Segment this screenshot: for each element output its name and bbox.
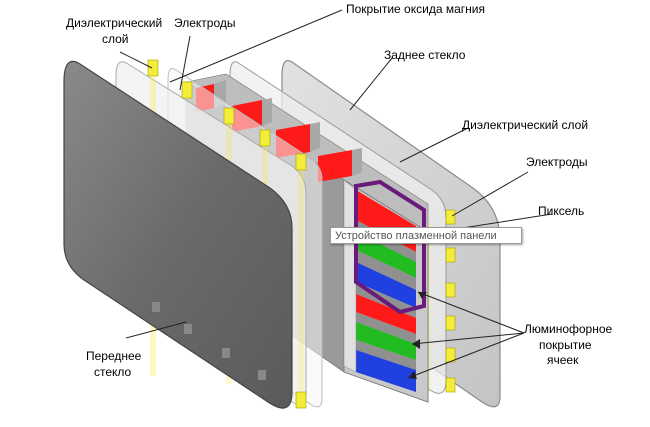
- label-magnesium-oxide: Покрытие оксида магния: [346, 2, 485, 16]
- front-glass: [63, 60, 293, 409]
- label-pixel: Пиксель: [538, 204, 584, 218]
- front-glass-markings: [152, 302, 266, 380]
- label-dielectric-front-line2: слой: [102, 32, 129, 46]
- label-dielectric-front-line1: Диэлектрический: [66, 16, 162, 30]
- label-phosphor-line2: покрытие: [539, 338, 592, 352]
- label-electrodes-front: Электроды: [174, 16, 236, 30]
- label-phosphor-line3: ячеек: [547, 353, 579, 367]
- label-electrodes-back: Электроды: [526, 155, 588, 169]
- label-dielectric-back: Диэлектрический слой: [462, 118, 588, 132]
- front-cells: [356, 190, 416, 392]
- label-phosphor-line1: Люминофорное: [524, 322, 613, 336]
- leader-arrowheads: [408, 292, 427, 379]
- leader-lines: [119, 9, 553, 379]
- pixel-outline: [354, 179, 426, 315]
- label-back-glass: Заднее стекло: [384, 48, 466, 62]
- label-front-glass-line2: стекло: [94, 365, 132, 379]
- label-front-glass-line1: Переднее: [86, 349, 142, 363]
- tooltip: Устройство плазменной панели: [330, 227, 522, 244]
